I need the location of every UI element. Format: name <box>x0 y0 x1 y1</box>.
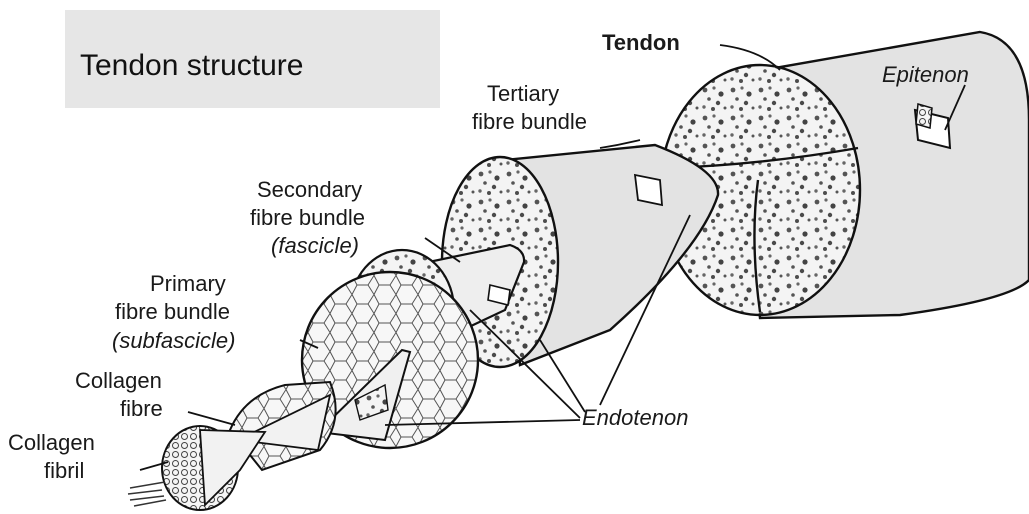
label-tertiary-1: Tertiary <box>487 81 559 106</box>
label-fibre-1: Collagen <box>75 368 162 393</box>
label-tendon: Tendon <box>602 30 680 55</box>
label-primary-3: (subfascicle) <box>112 328 235 353</box>
label-epitenon: Epitenon <box>882 62 969 87</box>
label-primary-1: Primary <box>150 271 226 296</box>
label-secondary-2: fibre bundle <box>250 205 365 230</box>
label-tertiary-2: fibre bundle <box>472 109 587 134</box>
label-fibre-2: fibre <box>120 396 163 421</box>
fibre-leader <box>188 412 235 425</box>
label-secondary-1: Secondary <box>257 177 362 202</box>
label-fibril-2: fibril <box>44 458 84 483</box>
label-secondary-3: (fascicle) <box>271 233 359 258</box>
diagram-title: Tendon structure <box>80 49 303 82</box>
tendon-cylinder <box>660 32 1029 318</box>
label-fibril-1: Collagen <box>8 430 95 455</box>
label-primary-2: fibre bundle <box>115 299 230 324</box>
label-endotenon: Endotenon <box>582 405 688 430</box>
